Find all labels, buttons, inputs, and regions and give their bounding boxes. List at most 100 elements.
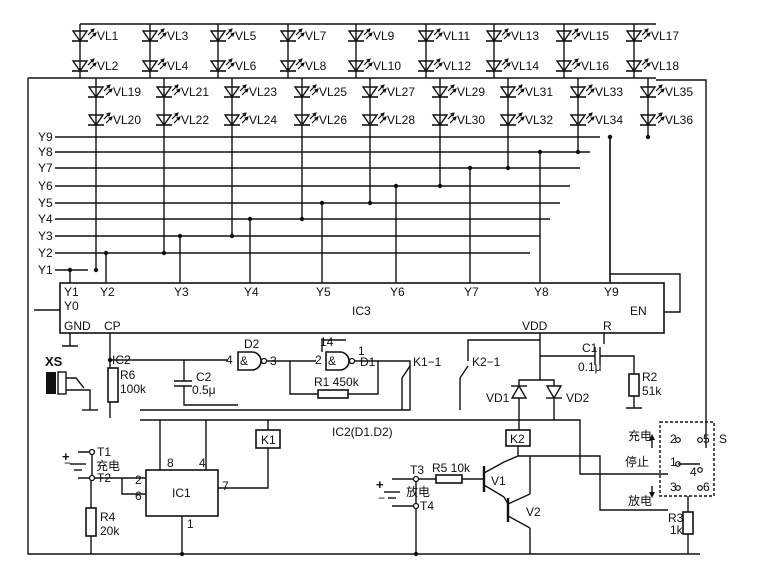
r6-label: R6 <box>120 368 136 382</box>
led-label: VL15 <box>581 29 609 43</box>
r5-resistor <box>435 474 463 484</box>
led-vl16-icon: VL16 <box>555 54 609 78</box>
ic3-box <box>59 282 665 334</box>
led-vl33-icon: VL33 <box>569 80 623 104</box>
switch-contact <box>675 485 681 491</box>
led-symbol <box>293 80 319 104</box>
t4-label: T4 <box>420 499 434 513</box>
led-label: VL12 <box>443 59 471 73</box>
t3-terminal <box>412 475 420 483</box>
xs-jack-contacts <box>66 377 91 410</box>
r3-resistor <box>682 511 694 535</box>
charge-label: 充电 <box>96 458 120 473</box>
y-line-label: Y5 <box>38 196 53 210</box>
c1-value: 0.1μ <box>578 360 602 374</box>
led-symbol <box>431 108 457 132</box>
gate-d2-pin3: 3 <box>270 354 277 368</box>
led-label: VL6 <box>235 59 257 73</box>
ic3-pin-label: Y7 <box>464 285 479 299</box>
led-label: VL35 <box>665 85 693 99</box>
y-line-label: Y9 <box>38 130 53 144</box>
junction-dot <box>161 250 167 256</box>
switch-pin5-rail <box>656 79 707 448</box>
switch-arrow-up-icon <box>649 434 655 440</box>
junction-dot <box>413 551 419 557</box>
ic3-y0-label: Y0 <box>64 299 79 313</box>
y-line-label: Y6 <box>38 179 53 193</box>
led-vl29-icon: VL29 <box>431 80 485 104</box>
junction-dot <box>505 165 511 171</box>
ic1-box <box>145 469 219 517</box>
ic3-pin-label: Y5 <box>316 285 331 299</box>
v1-label: V1 <box>491 474 506 488</box>
led-symbol <box>569 80 595 104</box>
ic1-k1 <box>218 448 269 489</box>
c2-value: 0.5μ <box>192 383 216 397</box>
led-vl24-icon: VL24 <box>223 108 277 132</box>
led-vl27-icon: VL27 <box>361 80 415 104</box>
led-vl10-icon: VL10 <box>347 54 401 78</box>
led-vl13-icon: VL13 <box>485 24 539 48</box>
led-symbol <box>431 80 457 104</box>
ic1-pin1: 1 <box>187 517 194 531</box>
gate-d2-pin4: 4 <box>226 353 233 367</box>
t1-label: T1 <box>97 445 111 459</box>
led-symbol <box>209 54 235 78</box>
junction-dot <box>575 149 581 155</box>
r6-value: 100k <box>120 382 147 396</box>
ic2-label: IC2 <box>112 353 131 367</box>
y-line-label: Y4 <box>38 212 53 226</box>
ic3-pin-label: Y1 <box>64 285 79 299</box>
junction-dot <box>177 233 183 239</box>
k-contacts <box>401 378 461 410</box>
led-symbol <box>499 108 525 132</box>
led-symbol <box>87 108 113 132</box>
led-label: VL25 <box>319 85 347 99</box>
junction-dot <box>393 183 399 189</box>
led-symbol <box>417 24 443 48</box>
k2-coil <box>505 429 531 447</box>
led-vl14-icon: VL14 <box>485 54 539 78</box>
led-label: VL9 <box>373 29 395 43</box>
gate-d1 <box>325 351 350 371</box>
r4-resistor <box>85 507 97 537</box>
led-label: VL26 <box>319 113 347 127</box>
led-label: VL17 <box>651 29 679 43</box>
y-line-label: Y3 <box>38 229 53 243</box>
junction-dot <box>467 165 473 171</box>
led-vl36-icon: VL36 <box>639 108 693 132</box>
d1-out <box>140 360 411 411</box>
vdd-feed <box>467 333 541 361</box>
led-label: VL5 <box>235 29 257 43</box>
led-label: VL32 <box>525 113 553 127</box>
switch-pin6: 6 <box>703 480 710 494</box>
led-label: VL22 <box>181 113 209 127</box>
switch-arrow-down-icon <box>649 492 655 498</box>
led-vl35-icon: VL35 <box>639 80 693 104</box>
k2-1-label: K2−1 <box>472 355 501 369</box>
led-vl9-icon: VL9 <box>347 24 395 48</box>
led-vl6-icon: VL6 <box>209 54 257 78</box>
switch-charge-label: 充电 <box>628 428 652 443</box>
led-symbol <box>155 80 181 104</box>
junction-dot <box>537 149 543 155</box>
r6-resistor <box>107 367 119 403</box>
ic1-pin2: 2 <box>135 473 142 487</box>
y-line-label: Y1 <box>38 263 53 277</box>
switch-stop-label: 停止 <box>625 454 649 469</box>
ic1-inputs <box>90 477 146 554</box>
y-line-label: Y2 <box>38 246 53 260</box>
led-label: VL34 <box>595 113 623 127</box>
led-label: VL36 <box>665 113 693 127</box>
led-vl31-icon: VL31 <box>499 80 553 104</box>
ic3-r-label: R <box>603 319 612 333</box>
led-label: VL21 <box>181 85 209 99</box>
led-label: VL2 <box>97 59 119 73</box>
ic1-vcc <box>159 420 269 470</box>
xs-label: XS <box>45 354 63 369</box>
k1-label: K1 <box>261 433 276 447</box>
led-symbol <box>485 24 511 48</box>
junction-dot <box>299 216 305 222</box>
led-symbol <box>71 54 97 78</box>
